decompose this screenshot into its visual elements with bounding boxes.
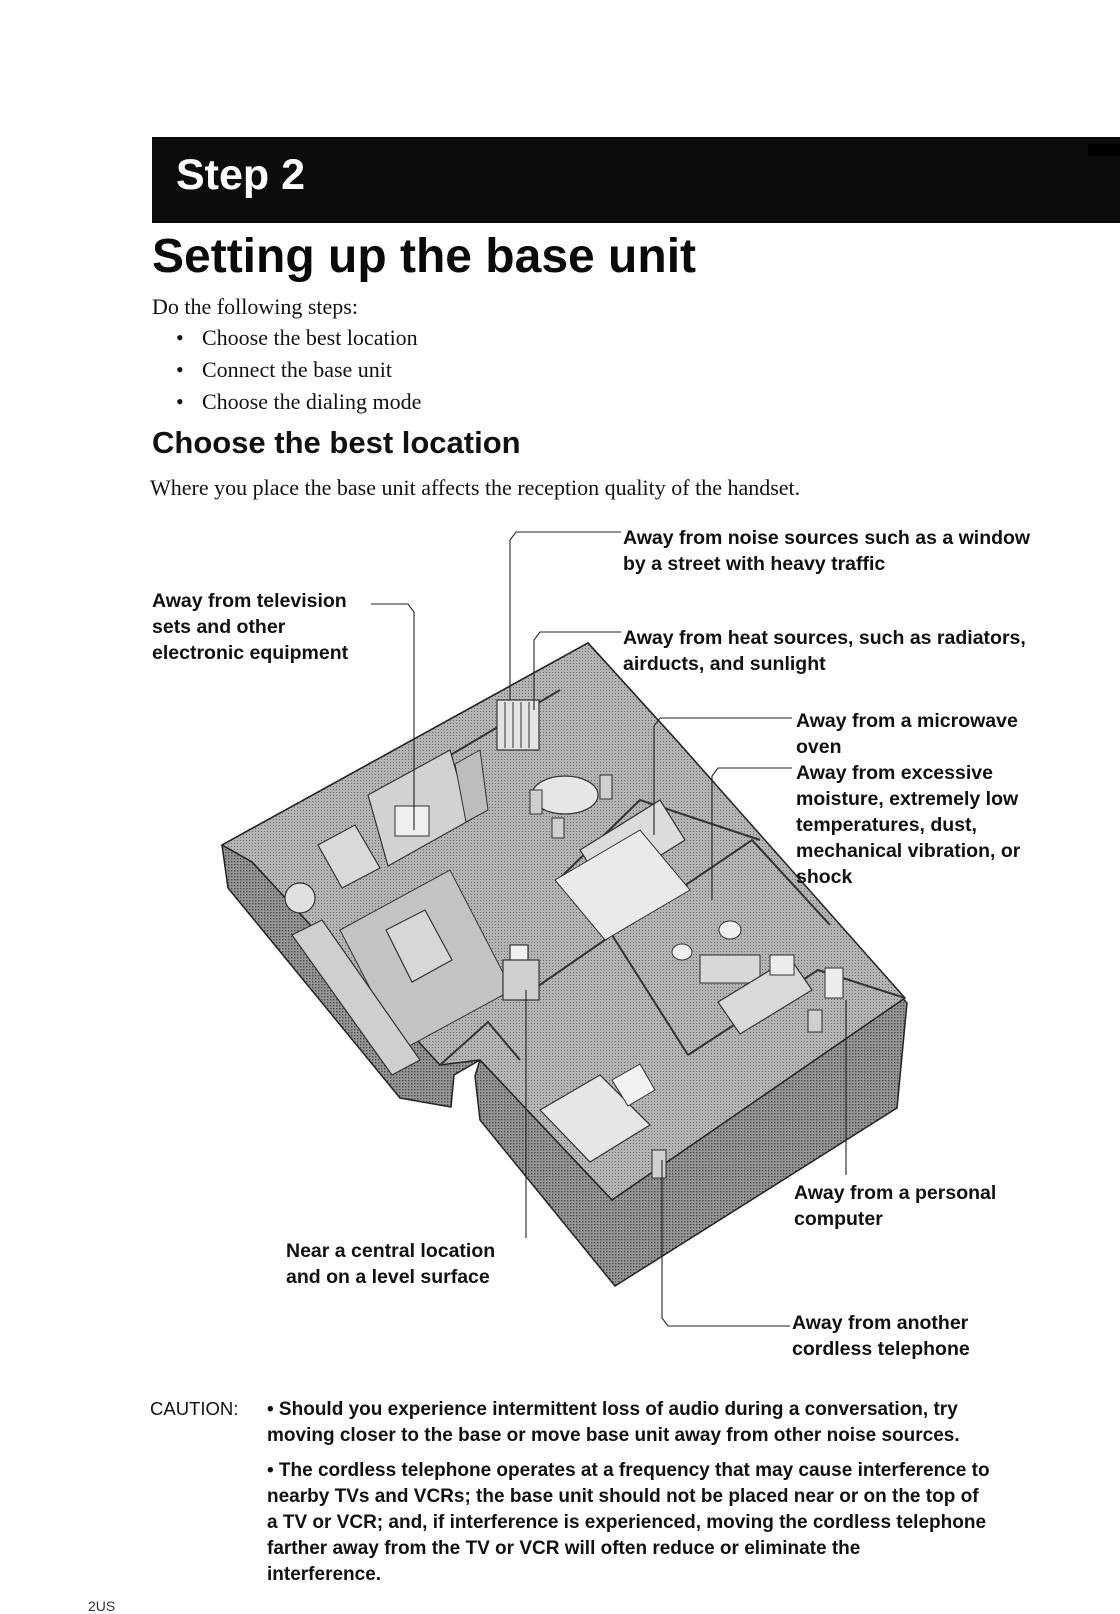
callout-noise-sources: Away from noise sources such as a window… (623, 527, 1031, 575)
caution-item: • Should you experience intermittent los… (267, 1399, 960, 1446)
callout-cordless-telephone: Away from another cordless telephone (792, 1312, 970, 1360)
callout-television: Away from television sets and other elec… (152, 590, 349, 664)
step-item: Connect the base unit (176, 354, 421, 386)
callout-central-location: Near a central location and on a level s… (286, 1240, 496, 1288)
step-header-bar-edge (1088, 144, 1120, 156)
page-number: 2US (88, 1598, 116, 1614)
section-title: Choose the best location (152, 425, 521, 460)
callout-personal-computer: Away from a personal computer (794, 1182, 997, 1230)
floor-plan-house (220, 642, 908, 1287)
callout-moisture: Away from excessive moisture, extremely … (796, 762, 1021, 888)
step-header-bar (152, 137, 1120, 223)
step-item: Choose the best location (176, 322, 421, 354)
step-label: Step 2 (176, 151, 306, 199)
step-item: Choose the dialing mode (176, 386, 421, 418)
callout-microwave: Away from a microwave oven (796, 710, 1018, 758)
caution-item: • The cordless telephone operates at a f… (267, 1460, 990, 1585)
steps-list: Choose the best location Connect the bas… (176, 322, 421, 418)
callout-heat-sources: Away from heat sources, such as radiator… (623, 627, 1026, 675)
callout-leader-lines (371, 531, 847, 1327)
page-title: Setting up the base unit (152, 230, 697, 283)
intro-text: Do the following steps: (152, 294, 358, 319)
caution-label: CAUTION: (150, 1398, 239, 1419)
section-text: Where you place the base unit affects th… (150, 475, 801, 500)
